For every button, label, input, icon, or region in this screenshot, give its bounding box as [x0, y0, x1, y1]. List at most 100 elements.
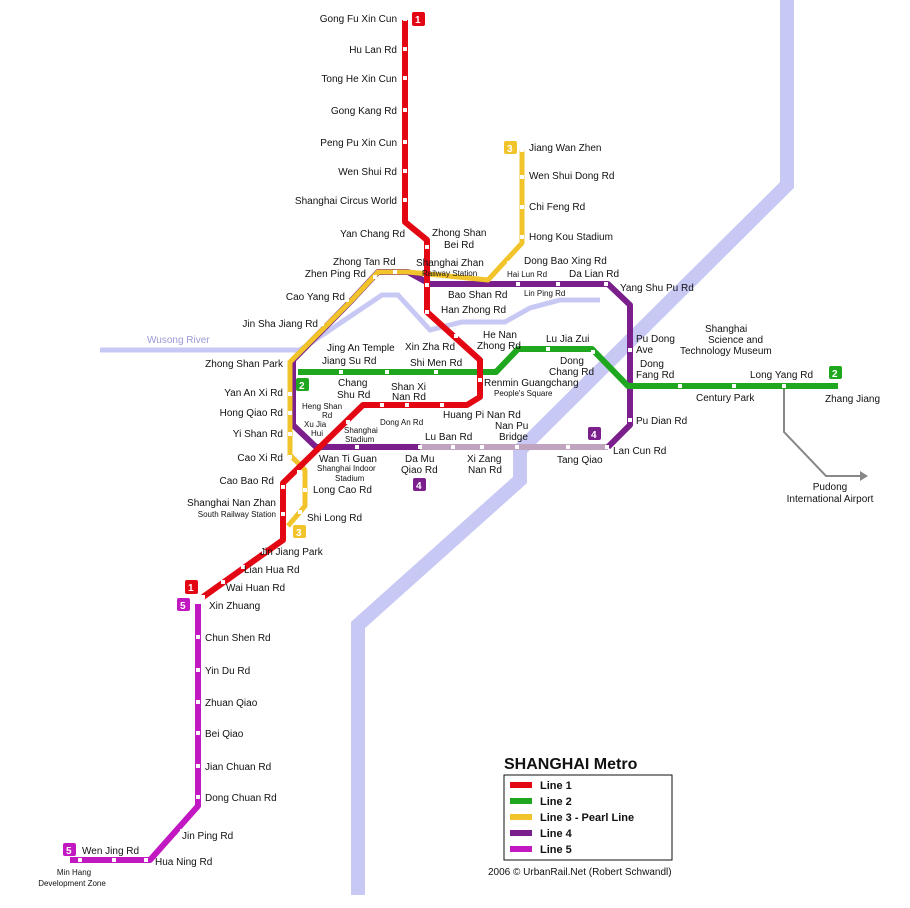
- station-hong-qiao-rd: Hong Qiao Rd: [220, 408, 283, 419]
- station-shanghai-stadium-2: Stadium: [345, 435, 375, 444]
- station-tong-he-xin-cun: Tong He Xin Cun: [321, 74, 397, 85]
- station-chang-shu-rd-2: Shu Rd: [337, 390, 370, 401]
- station-shan-xi-nan-rd-1: Shan Xi: [391, 382, 426, 393]
- line-5-badge-north-label: 5: [180, 601, 186, 612]
- station-long-yang-rd: Long Yang Rd: [750, 370, 813, 381]
- station-railway-station: Railway Station: [422, 269, 477, 278]
- station-nan-pu-bridge-2: Bridge: [499, 432, 528, 443]
- line-3-badge-south-label: 3: [296, 528, 302, 539]
- line-3-badge-south: [293, 525, 306, 538]
- station-yang-shu-pu-rd: Yang Shu Pu Rd: [620, 283, 694, 294]
- stop-marker: [288, 411, 292, 415]
- stop-marker: [515, 445, 519, 449]
- station-heng-shan-rd-2: Rd: [322, 411, 332, 420]
- station-yan-chang-rd: Yan Chang Rd: [340, 229, 405, 240]
- stop-marker: [288, 455, 292, 459]
- line-4-badge-east-label: 4: [591, 430, 597, 441]
- station-wai-huan-rd: Wai Huan Rd: [226, 583, 285, 594]
- stop-marker: [221, 580, 225, 584]
- station-renmin-guangchang: Renmin Guangchang: [484, 378, 579, 389]
- legend-title: SHANGHAI Metro: [504, 756, 638, 773]
- stop-marker: [297, 470, 301, 474]
- station-bao-shan-rd: Bao Shan Rd: [448, 290, 508, 301]
- stop-marker: [605, 445, 609, 449]
- station-pu-dong-ave-2: Ave: [636, 345, 653, 356]
- station-jiang-wan-zhen: Jiang Wan Zhen: [529, 143, 601, 154]
- stop-marker: [434, 370, 438, 374]
- line-4-badge-east: [588, 427, 601, 440]
- stop-marker: [144, 858, 148, 862]
- stop-marker: [520, 235, 524, 239]
- legend-item-line-4: Line 4: [540, 828, 573, 840]
- line-5-badge-south-label: 5: [66, 846, 72, 857]
- stop-marker: [355, 445, 359, 449]
- legend-item-line-5: Line 5: [540, 844, 572, 856]
- station-dong-an-rd: Dong An Rd: [380, 418, 423, 427]
- stop-marker: [281, 512, 285, 516]
- line-1-badge-top-label: 1: [415, 15, 421, 26]
- station-shi-long-rd: Shi Long Rd: [307, 513, 362, 524]
- station-xi-zang-nan-rd-1: Xi Zang: [467, 454, 501, 465]
- stop-marker: [196, 731, 200, 735]
- stop-marker: [440, 403, 444, 407]
- station-stops: [78, 17, 786, 862]
- stop-marker: [425, 283, 429, 287]
- stop-marker: [303, 488, 307, 492]
- stop-marker: [678, 384, 682, 388]
- station-tang-qiao: Tang Qiao: [557, 455, 603, 466]
- station-wen-shui-dong-rd: Wen Shui Dong Rd: [529, 171, 614, 182]
- station-hu-lan-rd: Hu Lan Rd: [349, 45, 397, 56]
- stop-marker: [628, 348, 632, 352]
- stop-marker: [288, 432, 292, 436]
- station-xin-zha-rd: Xin Zha Rd: [405, 342, 455, 353]
- station-wen-shui-rd: Wen Shui Rd: [338, 167, 397, 178]
- stop-marker: [478, 378, 482, 382]
- station-min-hang-1: Min Hang: [57, 868, 91, 877]
- station-dong-fang-rd-1: Dong: [640, 359, 664, 370]
- station-lin-ping-rd: Lin Ping Rd: [524, 289, 565, 298]
- stop-marker: [425, 245, 429, 249]
- stop-marker: [628, 418, 632, 422]
- station-cao-xi-rd: Cao Xi Rd: [237, 453, 283, 464]
- stop-marker: [480, 445, 484, 449]
- station-nan-pu-bridge-1: Nan Pu: [495, 421, 528, 432]
- line-2-badge-west-label: 2: [299, 381, 305, 392]
- station-lu-jia-zui: Lu Jia Zui: [546, 334, 589, 345]
- stop-marker: [380, 403, 384, 407]
- stop-marker: [425, 310, 429, 314]
- station-zhong-shan-bei-rd-2: Bei Rd: [444, 240, 474, 251]
- station-gong-fu-xin-cun: Gong Fu Xin Cun: [320, 14, 397, 25]
- station-gong-kang-rd: Gong Kang Rd: [331, 106, 397, 117]
- airport-connector: [783, 386, 860, 477]
- legend-item-line-2: Line 2: [540, 796, 572, 808]
- line-1-badge-bottom-label: 1: [188, 583, 194, 594]
- stop-marker: [546, 347, 550, 351]
- stop-marker: [288, 392, 292, 396]
- station-zhong-shan-park: Zhong Shan Park: [205, 359, 284, 370]
- line-4-badge-south: [413, 478, 426, 491]
- station-shanghai-science-3: Technology Museum: [680, 346, 772, 357]
- stop-marker: [320, 322, 324, 326]
- station-jin-sha-jiang-rd: Jin Sha Jiang Rd: [242, 319, 318, 330]
- station-shanghai-science-2: Science and: [708, 335, 763, 346]
- station-wen-jing-rd: Wen Jing Rd: [82, 846, 139, 857]
- station-bei-qiao: Bei Qiao: [205, 729, 244, 740]
- stop-marker: [454, 334, 458, 338]
- wusong-river-label: Wusong River: [147, 335, 210, 346]
- stop-marker: [373, 275, 377, 279]
- station-hong-kou-stadium: Hong Kou Stadium: [529, 232, 613, 243]
- stop-marker: [339, 370, 343, 374]
- stop-marker: [262, 550, 266, 554]
- station-long-cao-rd: Long Cao Rd: [313, 485, 372, 496]
- station-chang-shu-rd-1: Chang: [338, 378, 367, 389]
- line-1-track: [201, 20, 483, 600]
- station-min-hang-2: Development Zone: [38, 879, 106, 888]
- station-jian-chuan-rd: Jian Chuan Rd: [205, 762, 271, 773]
- station-zhong-tan-rd: Zhong Tan Rd: [333, 257, 396, 268]
- station-jin-jiang-park: Jin Jiang Park: [260, 547, 324, 558]
- stop-marker: [298, 510, 302, 514]
- station-shanghai-stadium-1: Shanghai: [344, 426, 378, 435]
- station-chun-shen-rd: Chun Shen Rd: [205, 633, 271, 644]
- station-shanghai-zhan: Shanghai Zhan: [416, 258, 484, 269]
